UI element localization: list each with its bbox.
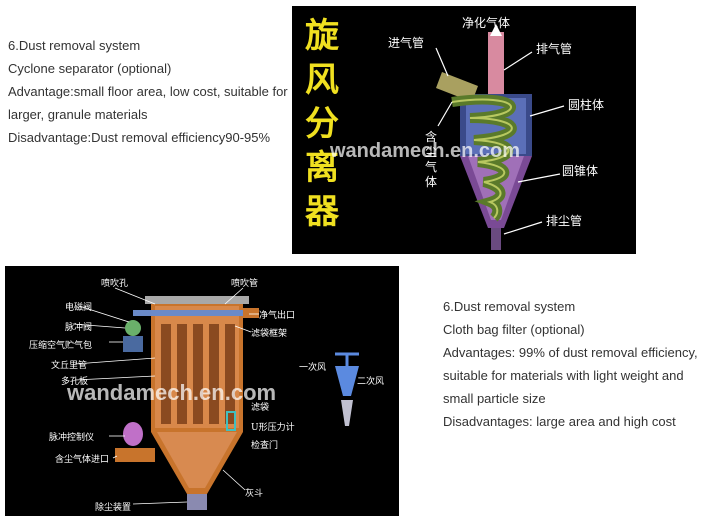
- label-pulse-valve: 脉冲阀: [65, 320, 92, 333]
- cyclone-watermark: wandamech.en.com: [330, 140, 520, 163]
- cyclone-title: 旋风分离器: [300, 14, 344, 234]
- label-dust-pipe: 排尘管: [546, 212, 582, 229]
- cyclone-heading: 6.Dust removal system: [8, 34, 288, 57]
- baghouse-advantages: Advantages: 99% of dust removal efficien…: [443, 341, 705, 410]
- label-primary-air: 一次风: [299, 360, 326, 373]
- label-air-tank: 压缩空气贮气包: [29, 338, 92, 351]
- label-cone: 圆锥体: [562, 162, 598, 179]
- cyclone-product: Cyclone separator (optional): [8, 57, 288, 80]
- baghouse-product: Cloth bag filter (optional): [443, 318, 705, 341]
- cyclone-diagram: 旋风分离器 净化气体 进气管 排气管 圆柱体 含尘气体 圆锥体 排尘管 wand…: [292, 6, 636, 254]
- label-clean-gas: 净化气体: [462, 14, 510, 31]
- label-ash-hopper: 灰斗: [245, 486, 263, 499]
- label-blow-hole: 喷吹孔: [101, 276, 128, 289]
- label-blow-pipe: 喷吹管: [231, 276, 258, 289]
- label-inspection-door: 检查门: [251, 438, 278, 451]
- label-secondary-air: 二次风: [357, 374, 384, 387]
- label-clean-gas-outlet: 净气出口: [259, 308, 295, 321]
- label-filter-bag-frame: 滤袋框架: [251, 326, 287, 339]
- cyclone-advantage: Advantage:small floor area, low cost, su…: [8, 80, 288, 126]
- label-dust-unloader: 除尘装置: [95, 500, 131, 513]
- cyclone-description: 6.Dust removal system Cyclone separator …: [8, 34, 288, 149]
- label-dusty-gas-inlet: 含尘气体进口: [55, 452, 109, 465]
- baghouse-description: 6.Dust removal system Cloth bag filter (…: [443, 295, 705, 433]
- label-pulse-controller: 脉冲控制仪: [49, 430, 94, 443]
- baghouse-heading: 6.Dust removal system: [443, 295, 705, 318]
- label-u-manometer: U形压力计: [251, 420, 295, 433]
- baghouse-disadvantages: Disadvantages: large area and high cost: [443, 410, 705, 433]
- cyclone-disadvantage: Disadvantage:Dust removal efficiency90-9…: [8, 126, 288, 149]
- label-cylinder: 圆柱体: [568, 96, 604, 113]
- label-inlet-pipe: 进气管: [388, 34, 424, 51]
- baghouse-diagram: 喷吹孔 喷吹管 电磁阀 净气出口 脉冲阀 滤袋框架 压缩空气贮气包 一次风 文丘…: [5, 266, 399, 516]
- baghouse-watermark: wandamech.en.com: [67, 380, 276, 406]
- label-solenoid-valve: 电磁阀: [65, 300, 92, 313]
- label-venturi: 文丘里管: [51, 358, 87, 371]
- label-exhaust-pipe: 排气管: [536, 40, 572, 57]
